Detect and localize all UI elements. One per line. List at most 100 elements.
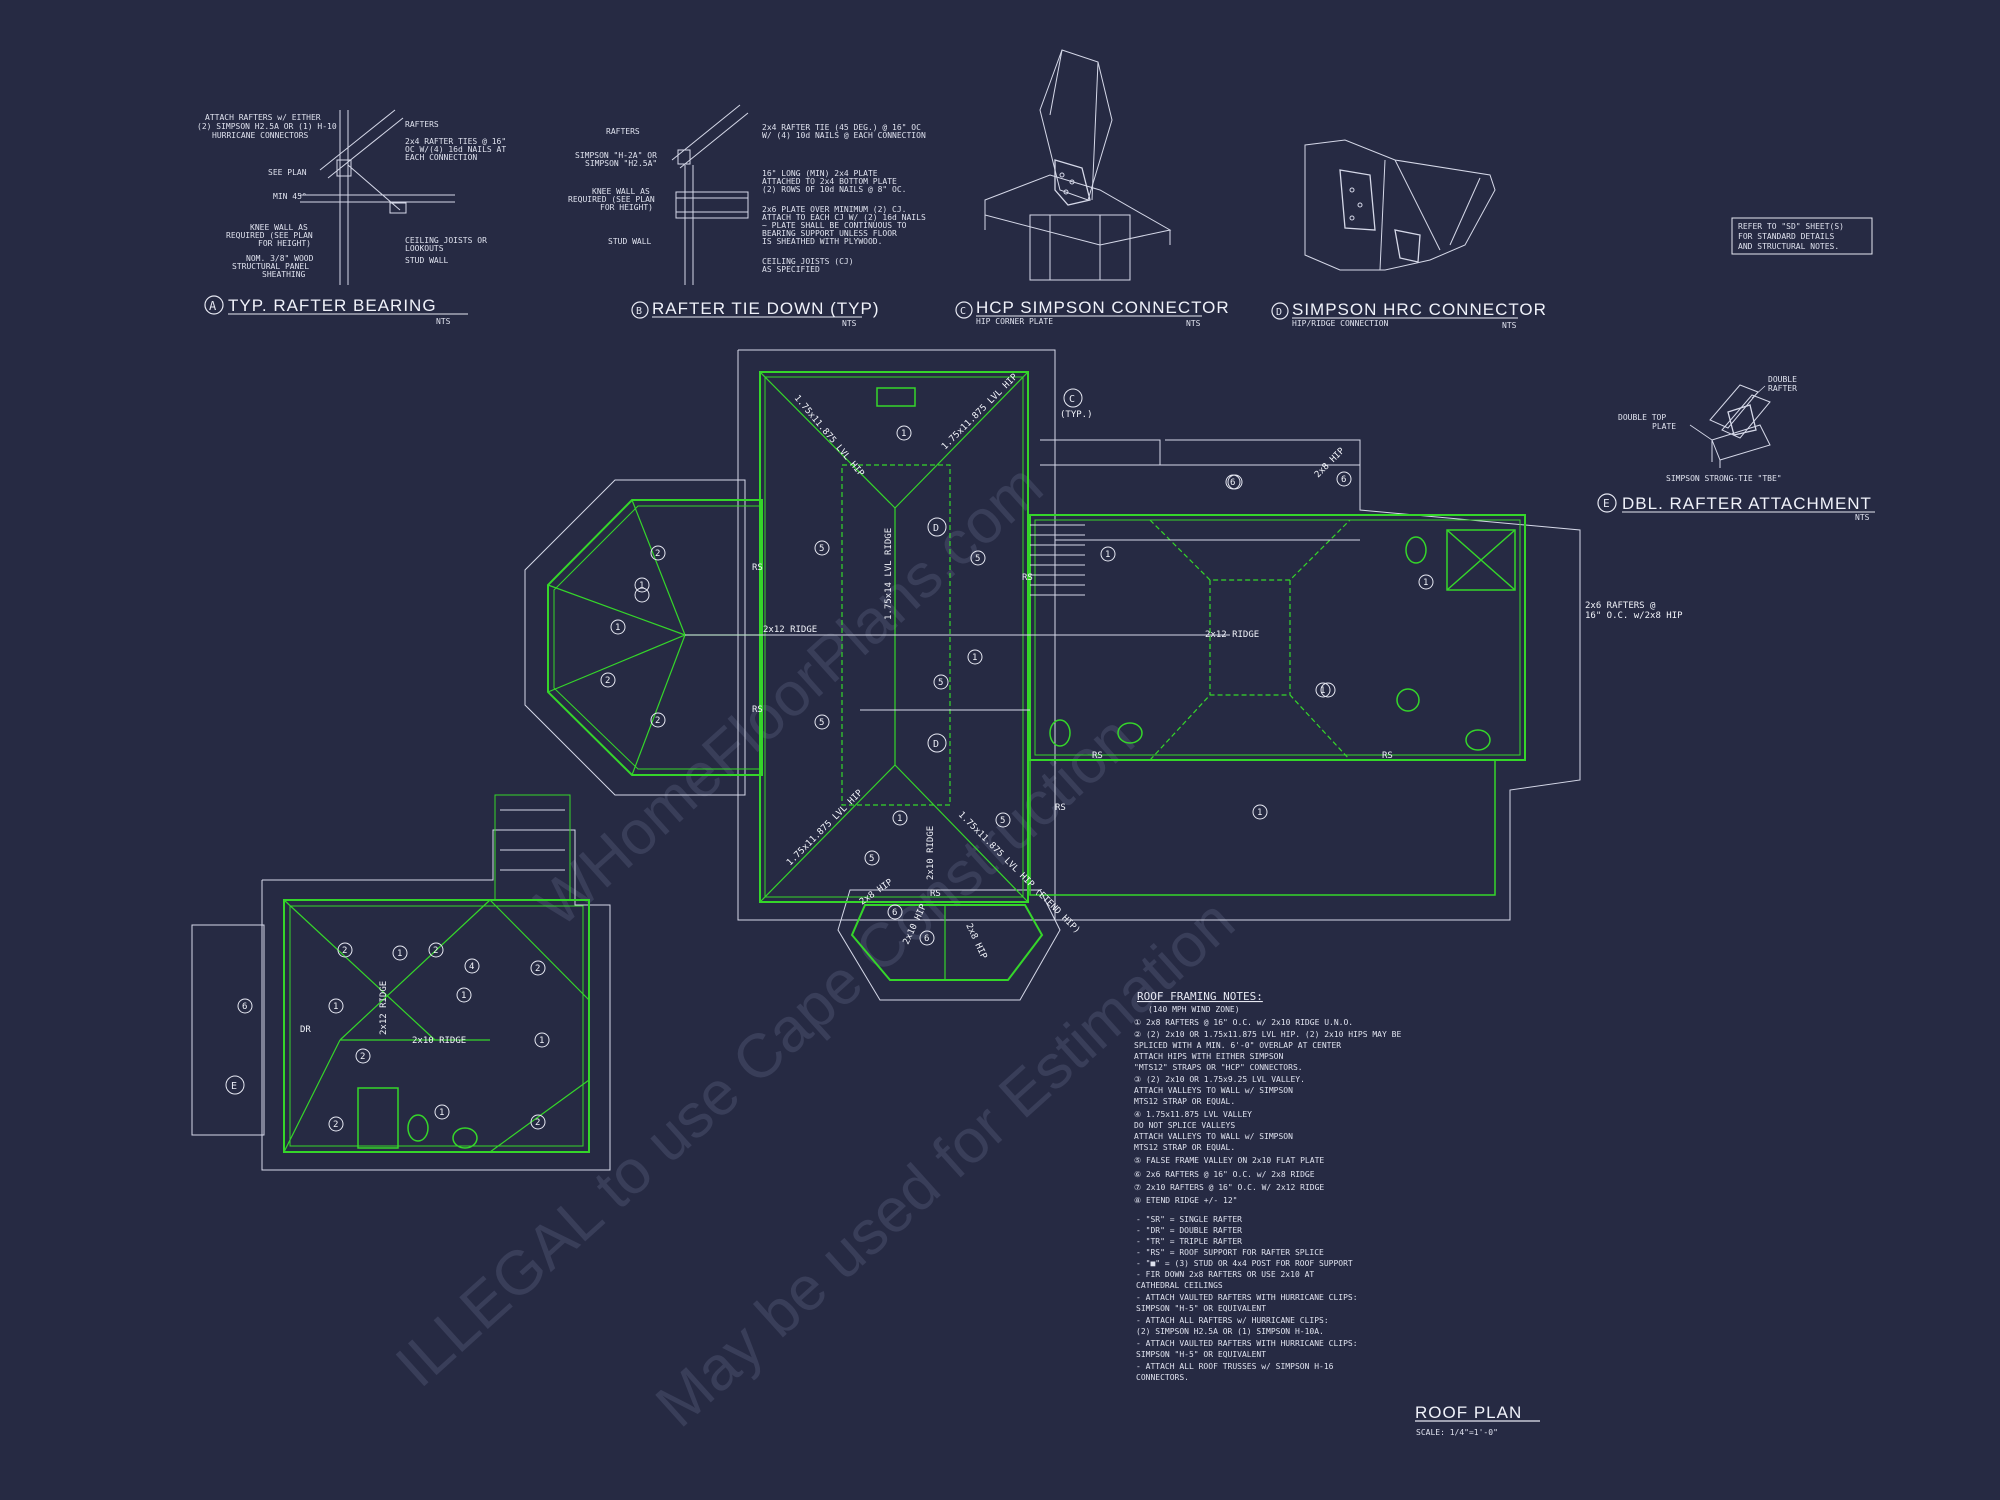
callout-number: 5 <box>819 544 824 554</box>
detail-b-note: IS SHEATHED WITH PLYWOOD. <box>762 237 882 246</box>
callout-number: 1 <box>333 1002 338 1012</box>
detail-a-notes: ATTACH RAFTERS w/ EITHER (2) SIMPSON H2.… <box>197 113 506 279</box>
callout-number: 6 <box>924 934 929 944</box>
detail-a-note: REQUIRED (SEE PLAN <box>226 231 313 240</box>
callout-number: 2 <box>360 1052 365 1062</box>
detail-b-note: (2) ROWS OF 10d NAILS @ 8" OC. <box>762 185 907 194</box>
detail-b-note: RAFTERS <box>606 127 640 136</box>
detail-a-note: OC W/(4) 16d NAILS AT <box>405 145 506 154</box>
roof-notes-title: ROOF FRAMING NOTES: <box>1137 990 1263 1003</box>
detail-d-hrc-connector <box>1304 139 1496 271</box>
lvl-hip-label: 1.75x11.875 LVL HIP <box>792 394 866 480</box>
detail-b-note: 16" LONG (MIN) 2x4 PLATE <box>762 169 878 178</box>
callout-markers <box>237 425 1434 1132</box>
roof-legend: - FIR DOWN 2x8 RAFTERS OR USE 2x10 AT <box>1136 1270 1314 1279</box>
callout-number: 1 <box>461 991 466 1001</box>
detail-b-marker <box>631 301 649 319</box>
detail-references: C D D E <box>225 388 1083 1095</box>
detail-a-note: KNEE WALL AS <box>250 223 308 232</box>
detail-c-hcp-connector <box>984 49 1172 281</box>
rs-label: RS <box>1382 751 1393 761</box>
sink-fixture <box>1396 688 1420 712</box>
roof-legend: CONNECTORS. <box>1136 1373 1189 1382</box>
callout-number: 6 <box>892 908 897 918</box>
detail-a-note: HURRICANE CONNECTORS <box>212 131 309 140</box>
detail-e-label: SIMPSON STRONG-TIE "TBE" <box>1666 474 1782 483</box>
detail-b-title-block: B RAFTER TIE DOWN (TYP) NTS <box>631 299 880 328</box>
stair-treads <box>500 524 1085 871</box>
detail-b-note: STUD WALL <box>608 237 652 246</box>
detail-e-title-block: E DBL. RAFTER ATTACHMENT NTS <box>1597 493 1875 522</box>
detail-b-note: CEILING JOISTS (CJ) <box>762 257 854 266</box>
callout-number: 1 <box>615 623 620 633</box>
detail-ref-d: D <box>933 523 939 534</box>
detail-b-note: ATTACH TO EACH CJ W/ (2) 16d NAILS <box>762 213 926 222</box>
detail-a-title: TYP. RAFTER BEARING <box>228 296 437 315</box>
detail-c-subtitle: HIP CORNER PLATE <box>976 317 1053 326</box>
framing-members <box>283 371 1351 1153</box>
lvl-ridge-label: 1.75x14 LVL RIDGE <box>884 528 894 620</box>
roof-note: DO NOT SPLICE VALLEYS <box>1134 1121 1235 1130</box>
rafters-note: 2x6 RAFTERS @ <box>1585 601 1656 611</box>
rs-label: RS <box>1055 803 1066 813</box>
detail-ref-e: E <box>231 1081 237 1092</box>
detail-b-rafter-tie-down <box>671 104 749 285</box>
callout-number: 1 <box>1423 578 1428 588</box>
lvl-hip-label: 1.75x11.875 LVL HIP <box>940 372 1020 452</box>
detail-a-note: SHEATHING <box>262 270 306 279</box>
roof-legend: SIMPSON "H-5" OR EQUIVALENT <box>1136 1350 1266 1359</box>
detail-a-note: SEE PLAN <box>268 168 307 177</box>
rs-label: RS <box>930 889 941 899</box>
detail-a-note: FOR HEIGHT) <box>258 239 311 248</box>
detail-e-label: RAFTER <box>1768 384 1797 393</box>
ridge-label: 2x12 RIDGE <box>1205 630 1259 640</box>
detail-a-note: 2x4 RAFTER TIES @ 16" <box>405 137 506 146</box>
detail-b-note: AS SPECIFIED <box>762 265 820 274</box>
detail-d-letter: D <box>1276 307 1282 318</box>
sink-fixture <box>1117 722 1143 744</box>
callout-number: 5 <box>938 678 943 688</box>
roof-legend: - "TR" = TRIPLE RAFTER <box>1136 1237 1242 1246</box>
roof-legend: - ATTACH ALL RAFTERS w/ HURRICANE CLIPS: <box>1136 1316 1329 1325</box>
callout-number: 2 <box>655 716 660 726</box>
detail-a-note: RAFTERS <box>405 120 439 129</box>
roof-note: ⑤ FALSE FRAME VALLEY ON 2x10 FLAT PLATE <box>1134 1156 1324 1165</box>
detail-b-note: SIMPSON "H2.5A" <box>585 159 657 168</box>
roof-note: "MTS12" STRAPS OR "HCP" CONNECTORS. <box>1134 1063 1303 1072</box>
callout-numbers: 1 5 5 2 1 2 2 1 5 5 1 5 1 5 1 6 6 1 1 1 … <box>242 429 1428 1130</box>
callout-number: 1 <box>972 653 977 663</box>
lvl-hip-label: 1.75x11.875 LVL HIP <box>785 788 865 868</box>
callout-number: 5 <box>819 718 824 728</box>
detail-ref-c: C <box>1069 394 1075 405</box>
detail-a-note: MIN 45° <box>273 192 307 201</box>
hip-label: 2x8 HIP <box>963 922 988 961</box>
callout-number: 6 <box>1230 478 1235 488</box>
callout-number: 1 <box>897 814 902 824</box>
roof-note: MTS12 STRAP OR EQUAL. <box>1134 1143 1235 1152</box>
callout-number: 2 <box>535 964 540 974</box>
rs-label: RS <box>1092 751 1103 761</box>
detail-b-notes: RAFTERS 2x4 RAFTER TIE (45 DEG.) @ 16" O… <box>568 123 926 274</box>
detail-e-scale: NTS <box>1855 513 1870 522</box>
detail-c-title: HCP SIMPSON CONNECTOR <box>976 298 1230 317</box>
callout-number: 1 <box>1257 808 1262 818</box>
detail-e-letter: E <box>1603 497 1610 510</box>
callout-number: 2 <box>535 1118 540 1128</box>
detail-e-dbl-rafter-attachment <box>1709 384 1771 468</box>
refer-note-line: FOR STANDARD DETAILS <box>1738 232 1835 241</box>
detail-e-label: DOUBLE TOP <box>1618 413 1666 422</box>
detail-b-note: W/ (4) 10d NAILS @ EACH CONNECTION <box>762 131 926 140</box>
detail-b-note: KNEE WALL AS <box>592 187 650 196</box>
detail-a-note: EACH CONNECTION <box>405 153 477 162</box>
detail-c-scale: NTS <box>1186 319 1201 328</box>
roof-note: ④ 1.75x11.875 LVL VALLEY <box>1134 1110 1252 1119</box>
roof-legend: - "■" = (3) STUD OR 4x4 POST FOR ROOF SU… <box>1136 1259 1353 1268</box>
roof-note: ATTACH VALLEYS TO WALL w/ SIMPSON <box>1134 1086 1293 1095</box>
detail-e-marker <box>1597 493 1617 513</box>
detail-d-marker <box>1271 302 1289 320</box>
roof-legend: - "RS" = ROOF SUPPORT FOR RAFTER SPLICE <box>1136 1248 1324 1257</box>
detail-b-title: RAFTER TIE DOWN (TYP) <box>652 299 880 318</box>
detail-a-note: STRUCTURAL PANEL <box>232 262 309 271</box>
detail-a-marker <box>204 295 224 315</box>
